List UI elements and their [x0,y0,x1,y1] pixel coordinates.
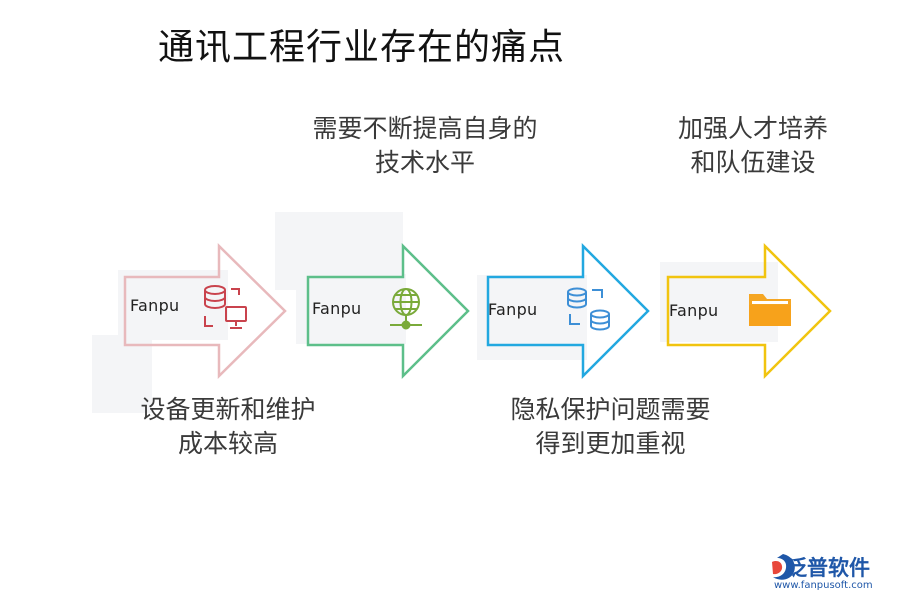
step-3-caption-line-2: 得到更加重视 [535,429,686,458]
folder-icon [749,294,791,326]
step-3-badge: Fanpu [488,300,538,319]
step-1-caption-line-1: 设备更新和维护 [140,395,316,424]
step-2-caption: 需要不断提高自身的 技术水平 [290,112,560,180]
globe-network-icon [390,288,422,330]
step-3-caption-line-1: 隐私保护问题需要 [510,395,711,424]
step-3-arrow [486,242,650,380]
step-1-caption-line-2: 成本较高 [177,429,278,458]
step-1-badge: Fanpu [130,296,180,315]
step-2-caption-line-2: 技术水平 [374,148,475,177]
step-4-badge: Fanpu [669,301,719,320]
background-panel [92,335,152,413]
step-1-arrow [123,243,287,379]
step-2-badge: Fanpu [312,299,362,318]
brand-logo-name: 泛普软件 [786,556,870,580]
brand-logo-icon [772,554,795,580]
step-2-caption-line-1: 需要不断提高自身的 [312,114,538,143]
step-4-caption-line-2: 和队伍建设 [690,148,816,177]
step-4-caption-line-1: 加强人才培养 [677,114,828,143]
background-panel [118,270,228,340]
database-sync-icon [567,287,610,331]
step-4-caption: 加强人才培养 和队伍建设 [658,112,848,180]
database-monitor-icon [204,285,247,329]
page-title: 通讯工程行业存在的痛点 [158,27,566,68]
brand-logo-url: www.fanpusoft.com [774,580,873,591]
background-panel [296,274,406,344]
step-4-arrow [666,242,832,380]
brand-logo: 泛普软件 www.fanpusoft.com [752,548,892,596]
step-1-caption: 设备更新和维护 成本较高 [118,393,338,461]
step-2-arrow [306,242,470,380]
step-3-caption: 隐私保护问题需要 得到更加重视 [488,393,733,461]
